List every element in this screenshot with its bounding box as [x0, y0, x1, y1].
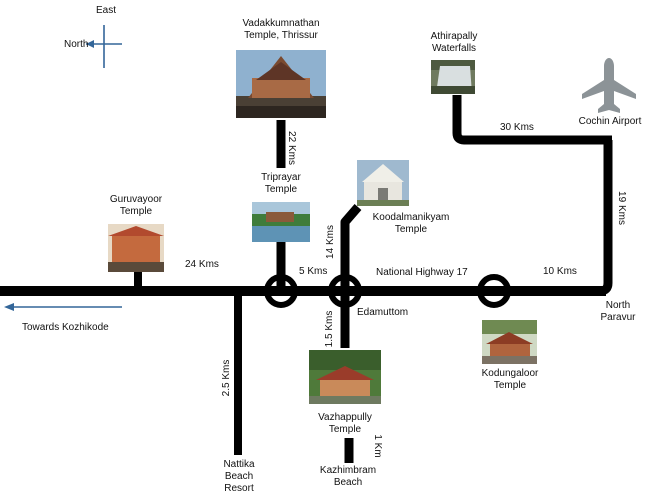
distance-label-10: 10 Kms [543, 266, 577, 277]
distance-label-2-5: 2.5 Kms [221, 359, 232, 397]
temple-photo [252, 202, 310, 242]
distance-label-22: 22 Kms [286, 131, 297, 165]
compass-icon [86, 25, 122, 68]
kazhimbram-label: Kazhimbram Beach [319, 465, 377, 488]
distance-label-1: 1 Km [372, 434, 383, 458]
national-highway-17-label: National Highway 17 [376, 267, 468, 278]
guruvayoor-label: Guruvayoor Temple [109, 194, 163, 217]
temple-photo [108, 224, 164, 272]
kodungaloor-label: Kodungaloor Temple [481, 368, 539, 391]
roads [0, 95, 613, 463]
north-paravur-label: North Paravur [600, 300, 636, 323]
road-to-koodalmanikyam [340, 204, 362, 291]
road-to-athirapally [452, 95, 612, 145]
compass-east-label: East [96, 5, 117, 16]
compass-north-label: North [64, 39, 89, 50]
temple-photo [482, 320, 537, 364]
vadakkumnathan-label: Vadakkumnathan Temple, Thrissur [242, 18, 320, 41]
cochin-airport-label: Cochin Airport [578, 116, 642, 127]
distance-label-14: 14 Kms [325, 225, 336, 259]
towards-kozhikode-label: Towards Kozhikode [22, 322, 109, 333]
airplane-icon [582, 58, 636, 113]
junction-circle-icon [477, 274, 511, 308]
athirapally-label: Athirapally Waterfalls [430, 31, 478, 54]
towards-arrow-icon [4, 303, 122, 311]
triprayar-label: Triprayar Temple [261, 172, 301, 195]
distance-label-5: 5 Kms [299, 266, 328, 277]
distance-label-1-5: 1.5 Kms [324, 310, 335, 348]
junction-circle-icon [328, 274, 362, 308]
waterfall-photo [431, 60, 475, 94]
vazhappully-label: Vazhappully Temple [318, 412, 372, 435]
edamuttom-label: Edamuttom [357, 307, 409, 318]
junction-circle-icon [264, 274, 298, 308]
distance-label-19: 19 Kms [616, 191, 627, 225]
nattika-label: Nattika Beach Resort [223, 459, 255, 494]
koodalmanikyam-label: Koodalmanikyam Temple [372, 212, 450, 235]
junctions [264, 274, 511, 308]
distance-label-24: 24 Kms [185, 259, 219, 270]
temple-photo [236, 50, 326, 118]
temple-photo [309, 350, 381, 404]
distance-label-30: 30 Kms [500, 122, 534, 133]
road-to-airport [599, 140, 613, 296]
temple-photo [357, 160, 409, 206]
